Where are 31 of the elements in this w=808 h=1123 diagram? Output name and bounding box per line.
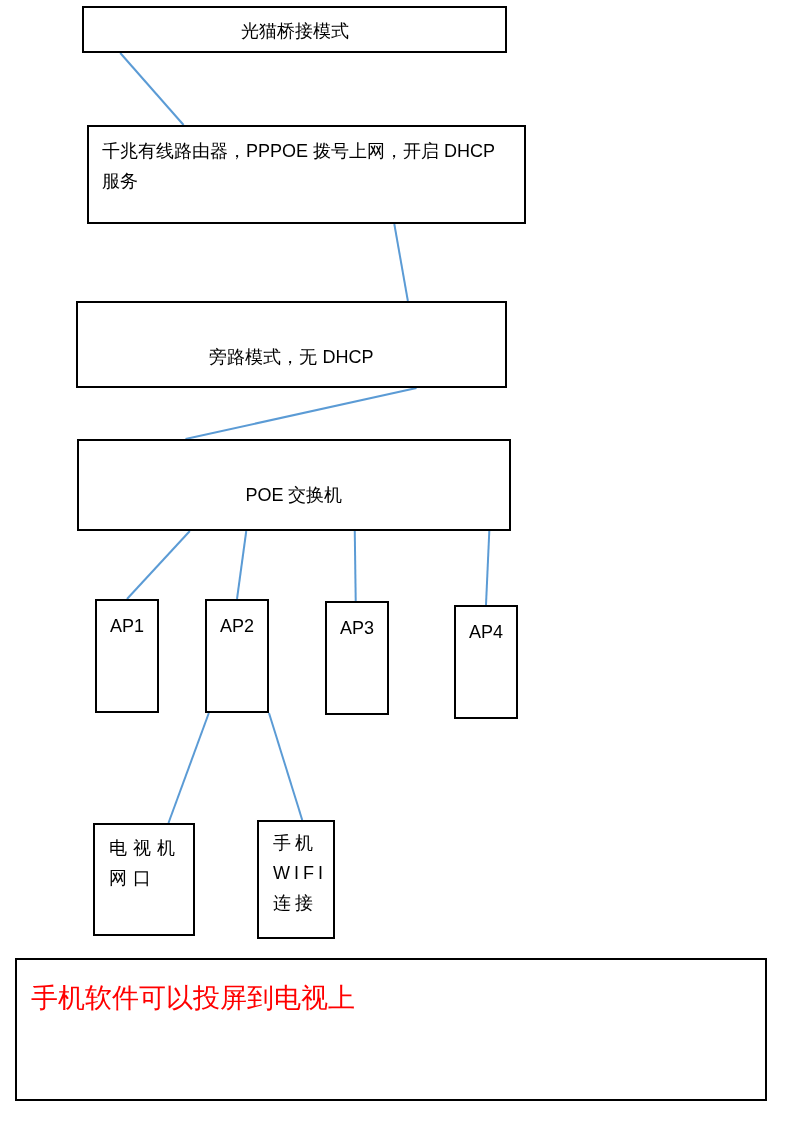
box-label: 千兆有线路由器，PPPOE 拨号上网，开启 DHCP 服务 (102, 140, 496, 193)
connector-line (268, 712, 304, 821)
box-label: 手机软件可以投屏到电视上 (31, 982, 356, 1015)
box-label: AP2 (219, 615, 255, 638)
access-point-box (95, 599, 159, 713)
connector-line (126, 530, 191, 600)
device-box (93, 823, 195, 936)
box-label: AP4 (468, 621, 504, 644)
box-label: POE 交换机 (244, 484, 344, 507)
connector-line (184, 387, 418, 440)
connector-line (353, 530, 357, 602)
router-box (87, 125, 526, 224)
box-label: 光猫桥接模式 (239, 20, 350, 43)
connector-line (119, 52, 185, 126)
connector-line (236, 530, 248, 600)
access-point-box (205, 599, 269, 713)
box-label: AP3 (339, 617, 375, 640)
connector-line (485, 530, 491, 606)
device-box (257, 820, 335, 939)
connector-line (167, 712, 210, 824)
box-label: 手机WIFI连接 (273, 832, 323, 915)
access-point-box (325, 601, 389, 715)
mode-box (82, 6, 507, 53)
access-point-box (454, 605, 518, 719)
box-label: AP1 (109, 615, 145, 638)
switch-box (77, 439, 511, 531)
box-label: 电视机网口 (109, 837, 182, 890)
gateway-box (76, 301, 507, 388)
box-label: 旁路模式，无 DHCP (208, 346, 375, 369)
connector-line (393, 223, 409, 302)
note-box (15, 958, 767, 1101)
